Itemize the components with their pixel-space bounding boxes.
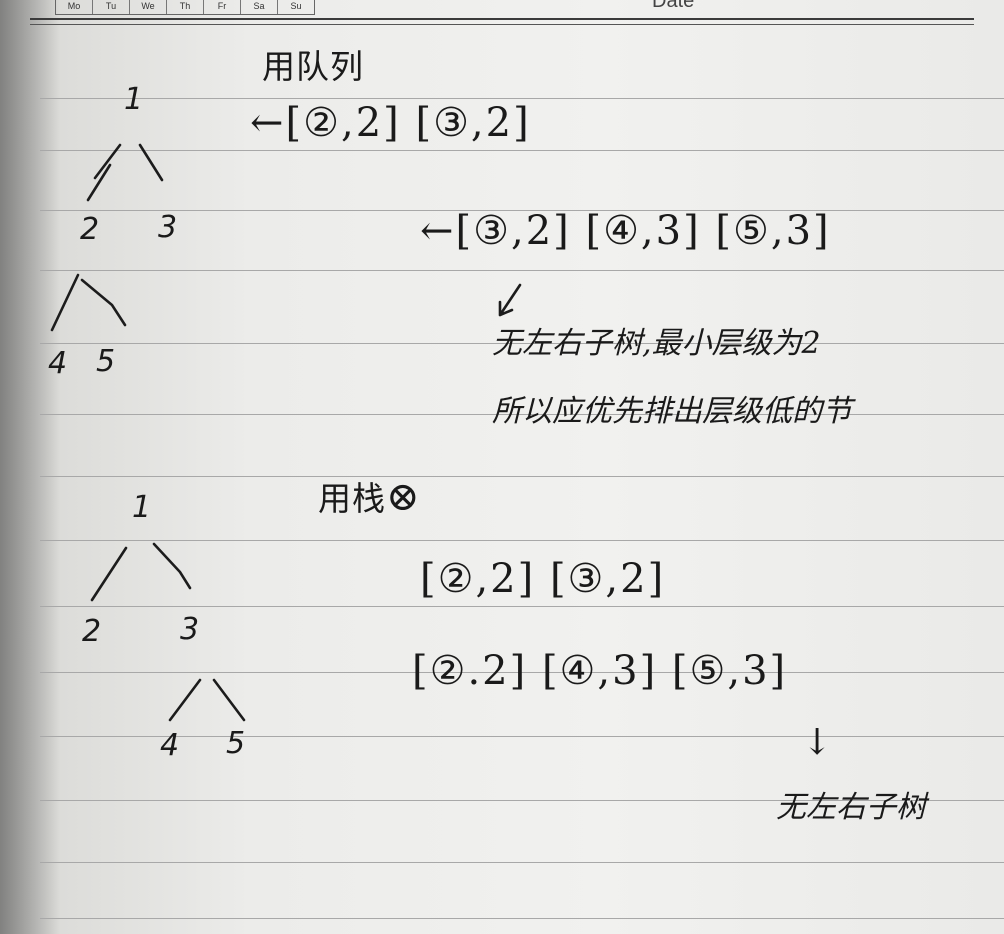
ruled-line	[40, 270, 1004, 271]
stack-tree-node-2: 2	[82, 614, 102, 649]
down-arrow-icon: ↓	[802, 722, 833, 763]
page-shadow	[0, 0, 60, 934]
edge-queue-1-3	[138, 143, 164, 182]
stack-section-title: 用栈⊗	[318, 472, 421, 520]
date-label: Date	[652, 0, 695, 12]
header-rule-thin	[30, 24, 974, 25]
ruled-line	[40, 476, 1004, 477]
cross-mark-icon: ⊗	[386, 474, 421, 520]
ruled-line	[40, 343, 1004, 344]
queue-tree-node-5: 5	[96, 344, 116, 379]
ruled-line	[40, 210, 1004, 211]
edge-stack-3-4	[168, 678, 202, 722]
ruled-line	[40, 918, 1004, 919]
queue-tree-node-1: 1	[124, 82, 144, 117]
header-rule	[30, 18, 974, 20]
stack-note: 无左右子树	[776, 790, 926, 825]
stack-tree-node-4: 4	[160, 728, 180, 763]
ruled-line	[40, 98, 1004, 99]
ruled-line	[40, 672, 1004, 673]
weekday-th: Th	[167, 0, 204, 14]
weekday-tu: Tu	[93, 0, 130, 14]
stack-tree-node-1: 1	[132, 490, 152, 525]
weekday-mo: Mo	[56, 0, 93, 14]
weekday-we: We	[130, 0, 167, 14]
queue-tree-node-2: 2	[80, 212, 100, 247]
weekday-sa: Sa	[241, 0, 278, 14]
queue-section-title: 用队列	[262, 47, 364, 86]
weekday-fr: Fr	[204, 0, 241, 14]
queue-arrow-down	[498, 283, 522, 317]
queue-row-2: ←[③,2] [④,3] [⑤,3]	[420, 208, 831, 254]
edge-queue-2-4	[50, 273, 80, 332]
ruled-line	[40, 150, 1004, 151]
weekday-su: Su	[290, 1, 302, 11]
edge-queue-1-2	[93, 143, 122, 180]
stack-row-2: [②.2] [④,3] [⑤,3]	[412, 648, 788, 694]
ruled-line	[40, 606, 1004, 607]
ruled-line	[40, 800, 1004, 801]
ruled-line	[40, 540, 1004, 541]
queue-note-2: 所以应优先排出层级低的节	[492, 394, 852, 429]
queue-note-1: 无左右子树,最小层级为2	[492, 326, 821, 361]
queue-row-1: ←[②,2] [③,2]	[250, 100, 531, 146]
edge-stack-1-3	[152, 542, 192, 590]
edge-queue-1-2-long	[86, 163, 112, 202]
ruled-line	[40, 414, 1004, 415]
weekday-boxes: Mo Tu We Th Fr Sa Su	[55, 0, 315, 15]
edge-stack-1-2	[90, 546, 128, 602]
ruled-line	[40, 736, 1004, 737]
stack-title-text: 用栈	[318, 479, 386, 518]
stack-row-1: [②,2] [③,2]	[420, 556, 666, 602]
stack-tree-node-3: 3	[180, 612, 200, 647]
queue-tree-node-3: 3	[158, 210, 178, 245]
stack-tree-node-5: 5	[226, 726, 246, 761]
ruled-line	[40, 862, 1004, 863]
edge-stack-3-5	[212, 678, 246, 722]
edge-queue-2-5	[80, 278, 127, 327]
queue-tree-node-4: 4	[48, 346, 68, 381]
